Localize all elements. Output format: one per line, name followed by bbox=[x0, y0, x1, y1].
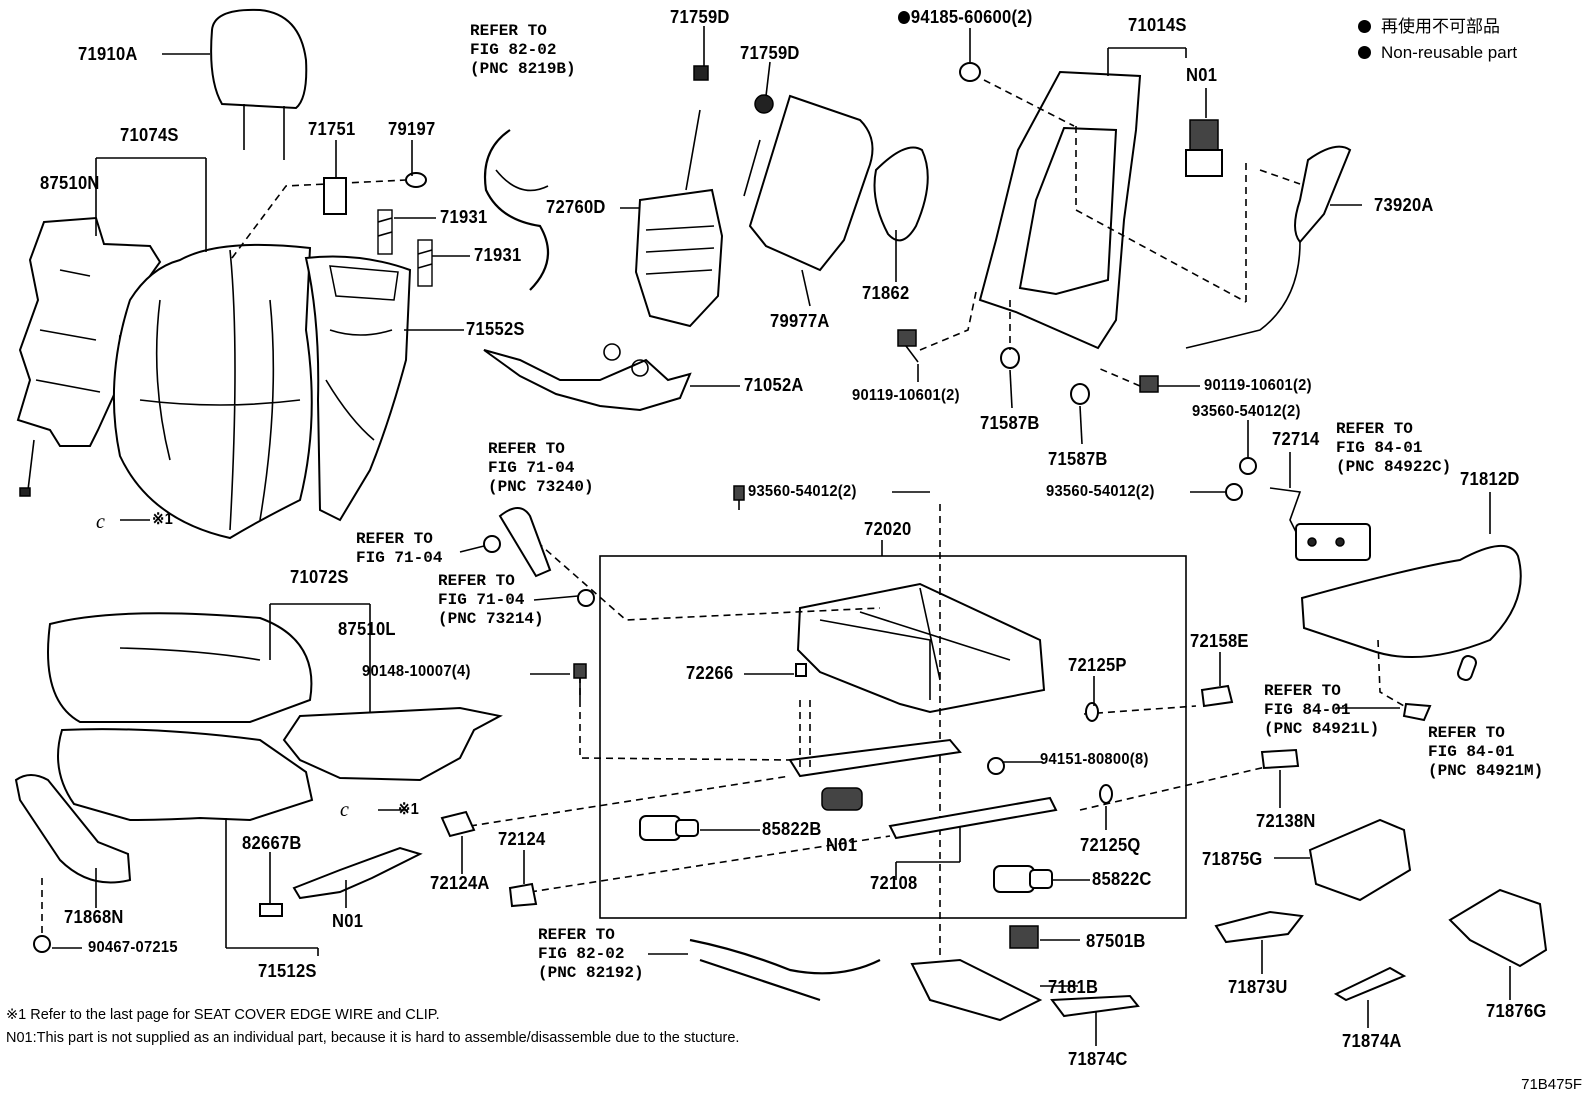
label-71587B-b: 71587B bbox=[1048, 449, 1108, 469]
label-71512S: 71512S bbox=[258, 961, 317, 981]
label-94185: 94185-60600(2) bbox=[898, 8, 1033, 26]
ref-fig-84-01-c: REFER TO FIG 84-01 (PNC 84921M) bbox=[1428, 724, 1544, 780]
label-85822C: 85822C bbox=[1092, 869, 1152, 889]
ref-fig-82-02-top: REFER TO FIG 82-02 (PNC 8219B) bbox=[470, 22, 576, 78]
label-71812D: 71812D bbox=[1460, 469, 1520, 489]
part-73920A-drawing bbox=[1294, 145, 1352, 244]
label-71759D-b: 71759D bbox=[740, 43, 800, 63]
label-71014S: 71014S bbox=[1128, 15, 1187, 35]
seatback-pad-drawing bbox=[304, 255, 412, 522]
label-x1-a: ※1 bbox=[152, 511, 174, 528]
label-71072S: 71072S bbox=[290, 567, 349, 587]
label-87510L: 87510L bbox=[338, 619, 396, 639]
note-n01: N01:This part is not supplied as an indi… bbox=[6, 1030, 740, 1046]
seat-frame-drawing bbox=[796, 582, 1046, 714]
cushion-cover-drawing bbox=[47, 612, 313, 723]
label-90119-a: 90119-10601(2) bbox=[852, 387, 960, 404]
label-87510N: 87510N bbox=[40, 173, 100, 193]
label-79977A: 79977A bbox=[770, 311, 830, 331]
ref-fig-71-04-a: REFER TO FIG 71-04 (PNC 73240) bbox=[488, 440, 594, 496]
cushion-heater-pad-drawing bbox=[282, 706, 503, 782]
label-71874C: 71874C bbox=[1068, 1049, 1128, 1069]
non-reusable-dot-icon bbox=[1358, 20, 1371, 33]
legend-jp-text: 再使用不可部品 bbox=[1381, 17, 1500, 36]
legend-row-jp: 再使用不可部品 bbox=[1358, 14, 1517, 40]
label-71587B-a: 71587B bbox=[980, 413, 1040, 433]
label-N01-mid: N01 bbox=[826, 835, 858, 855]
seatback-cover-drawing bbox=[112, 243, 313, 540]
label-71868N: 71868N bbox=[64, 907, 124, 927]
legend-en-text: Non-reusable part bbox=[1381, 43, 1518, 62]
label-87501B: 87501B bbox=[1086, 931, 1146, 951]
label-72714: 72714 bbox=[1272, 429, 1320, 449]
part-79197-drawing bbox=[405, 172, 427, 188]
label-N01-top: N01 bbox=[1186, 65, 1218, 85]
label-71862: 71862 bbox=[862, 283, 910, 303]
legend-row-en: Non-reusable part bbox=[1358, 40, 1517, 66]
lumbar-support-drawing bbox=[634, 188, 724, 328]
harness-71052A-drawing bbox=[483, 349, 692, 412]
label-72760D: 72760D bbox=[546, 197, 606, 217]
ref-fig-84-01-a: REFER TO FIG 84-01 (PNC 84922C) bbox=[1336, 420, 1452, 476]
label-71931-a: 71931 bbox=[440, 207, 488, 227]
label-71875G: 71875G bbox=[1202, 849, 1263, 869]
label-94185-text: 94185-60600(2) bbox=[910, 7, 1033, 27]
note-seat-cover-edge: ※1 Refer to the last page for SEAT COVER… bbox=[6, 1007, 440, 1023]
label-72158E: 72158E bbox=[1190, 631, 1249, 651]
label-71931-b: 71931 bbox=[474, 245, 522, 265]
label-93560-b: 93560-54012(2) bbox=[748, 483, 857, 500]
cushion-pad-drawing bbox=[57, 728, 314, 822]
label-72020: 72020 bbox=[864, 519, 912, 539]
non-reusable-dot-icon bbox=[1358, 46, 1371, 59]
legend: 再使用不可部品 Non-reusable part bbox=[1358, 14, 1517, 66]
label-72124A: 72124A bbox=[430, 873, 490, 893]
label-71052A: 71052A bbox=[744, 375, 804, 395]
label-71552S: 71552S bbox=[466, 319, 525, 339]
ref-fig-82-02-bot: REFER TO FIG 82-02 (PNC 82192) bbox=[538, 926, 644, 982]
label-72138N: 72138N bbox=[1256, 811, 1316, 831]
label-72124: 72124 bbox=[498, 829, 546, 849]
label-85822B: 85822B bbox=[762, 819, 822, 839]
label-93560-a: 93560-54012(2) bbox=[1192, 403, 1301, 420]
part-71751-drawing bbox=[323, 177, 347, 215]
ref-fig-71-04-c: REFER TO FIG 71-04 (PNC 73214) bbox=[438, 572, 544, 628]
svg-text:c: c bbox=[96, 511, 105, 533]
seatback-heater-pad-drawing bbox=[16, 216, 162, 447]
label-71759D-a: 71759D bbox=[670, 7, 730, 27]
label-7181B: 7181B bbox=[1048, 977, 1099, 997]
label-71910A: 71910A bbox=[78, 44, 138, 64]
label-71074S: 71074S bbox=[120, 125, 179, 145]
label-90148: 90148-10007(4) bbox=[362, 663, 471, 680]
non-reusable-dot-icon bbox=[898, 11, 910, 24]
label-71751: 71751 bbox=[308, 119, 356, 139]
part-71862-drawing bbox=[873, 146, 929, 242]
label-94151: 94151-80800(8) bbox=[1040, 751, 1149, 768]
label-73920A: 73920A bbox=[1374, 195, 1434, 215]
side-shield-drawing bbox=[1300, 544, 1522, 659]
label-72125P: 72125P bbox=[1068, 655, 1127, 675]
label-90119-b: 90119-10601(2) bbox=[1204, 377, 1312, 394]
figure-code: 71B475F bbox=[1521, 1076, 1582, 1093]
label-82667B: 82667B bbox=[242, 833, 302, 853]
label-71873U: 71873U bbox=[1228, 977, 1288, 997]
label-72125Q: 72125Q bbox=[1080, 835, 1141, 855]
label-90467: 90467-07215 bbox=[88, 939, 178, 956]
ref-fig-71-04-b: REFER TO FIG 71-04 bbox=[356, 530, 443, 567]
label-93560-c: 93560-54012(2) bbox=[1046, 483, 1155, 500]
label-N01-bot: N01 bbox=[332, 911, 364, 931]
ref-fig-84-01-b: REFER TO FIG 84-01 (PNC 84921L) bbox=[1264, 682, 1380, 738]
headrest-drawing bbox=[210, 8, 308, 160]
label-79197: 79197 bbox=[388, 119, 436, 139]
front-cover-drawing bbox=[14, 774, 132, 884]
label-71876G: 71876G bbox=[1486, 1001, 1547, 1021]
label-71874A: 71874A bbox=[1342, 1031, 1402, 1051]
panel-79977A-drawing bbox=[748, 94, 874, 272]
label-x1-b: ※1 bbox=[398, 801, 420, 818]
label-72266: 72266 bbox=[686, 663, 734, 683]
svg-text:c: c bbox=[340, 799, 349, 821]
label-72108: 72108 bbox=[870, 873, 918, 893]
